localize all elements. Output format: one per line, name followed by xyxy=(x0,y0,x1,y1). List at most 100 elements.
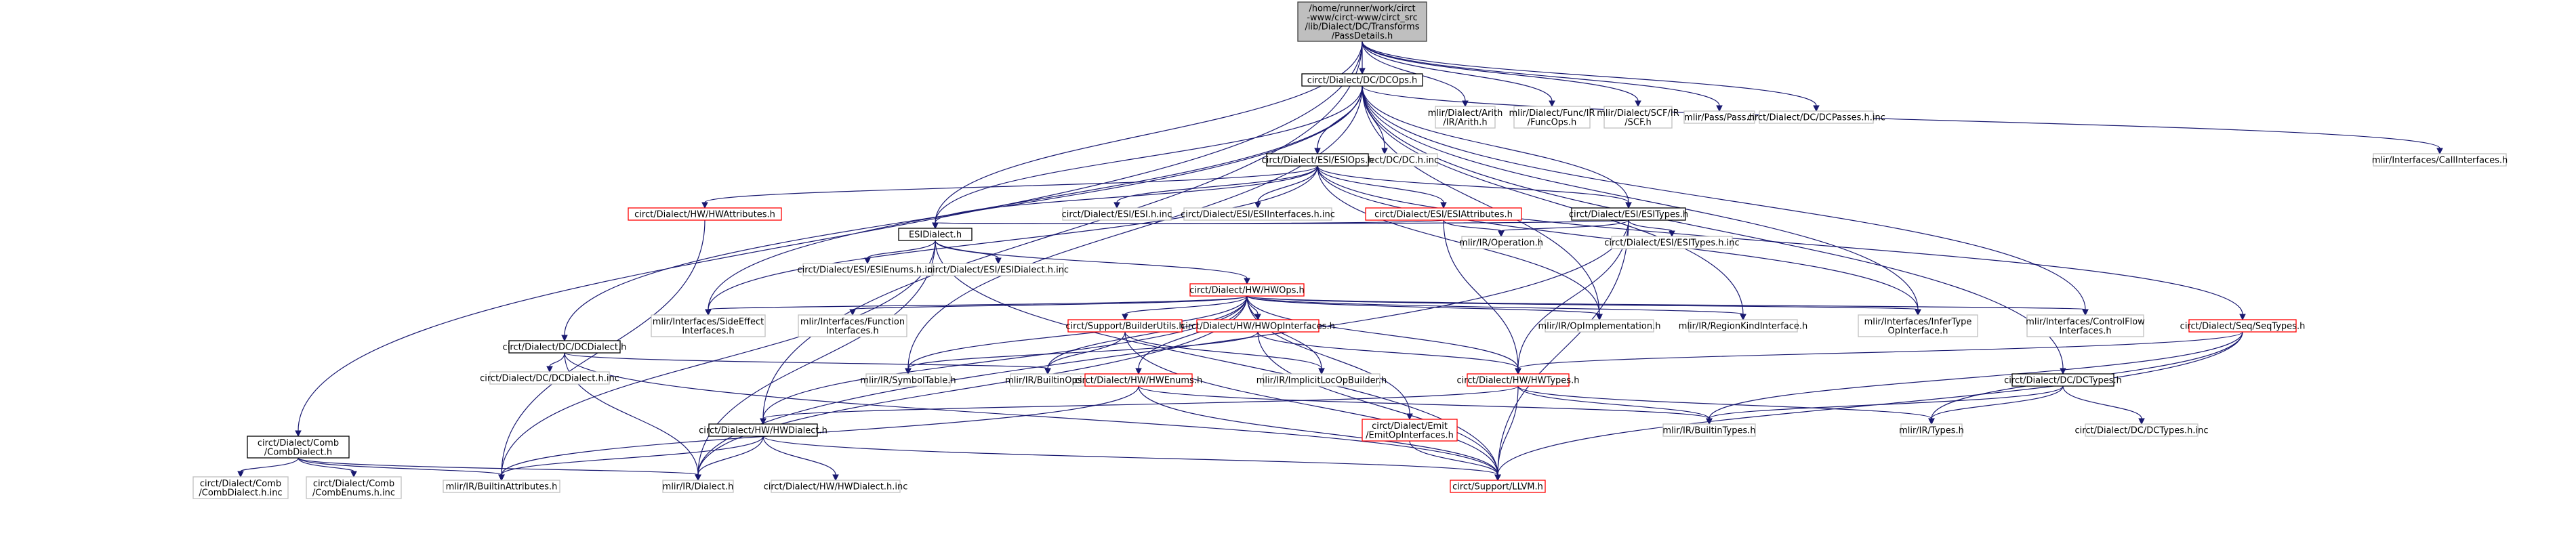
include-edge-esiops-to-hwattr xyxy=(701,165,1318,209)
node-label: circt/Dialect/HW/HWOps.h xyxy=(1189,286,1305,296)
include-edge-hwops-to-opimpl xyxy=(1246,295,1603,321)
node-label: mlir/IR/Dialect.h xyxy=(663,482,734,492)
node-label: circt/Dialect/ESI/ESIAttributes.h xyxy=(1374,210,1513,220)
node-hwdialectinc: circt/Dialect/HW/HWDialect.h.inc xyxy=(764,480,907,493)
include-edge-esidialect-to-hwops xyxy=(935,240,1250,285)
node-label: /IR/Arith.h xyxy=(1443,117,1487,127)
node-box xyxy=(2373,153,2507,167)
include-edge-hwopif-to-llvm xyxy=(1257,331,1501,482)
node-hwenums[interactable]: circt/Dialect/HW/HWEnums.h xyxy=(1075,373,1202,387)
node-hwtypes[interactable]: circt/Dialect/HW/HWTypes.h xyxy=(1457,373,1580,387)
include-edge-combdialect-to-combenums xyxy=(298,457,357,478)
include-edge-combdialect-to-irdialect xyxy=(298,457,701,482)
node-box xyxy=(192,476,289,499)
node-implicitloc: mlir/IR/ImplicitLocOpBuilder.h xyxy=(1256,373,1387,387)
node-box xyxy=(1467,373,1570,387)
node-box xyxy=(1759,110,1874,124)
node-box xyxy=(1900,423,1963,437)
include-edge-hwdialect-to-hwdialectinc xyxy=(762,436,839,482)
node-combdialect[interactable]: circt/Dialect/Comb/CombDialect.h xyxy=(247,436,350,459)
node-hwdialect[interactable]: circt/Dialect/HW/HWDialect.h xyxy=(699,423,827,437)
include-edge-esiops-to-esiinc xyxy=(1113,165,1318,209)
node-hwopif[interactable]: circt/Dialect/HW/HWOpInterfaces.h xyxy=(1181,319,1335,333)
node-irdialect: mlir/IR/Dialect.h xyxy=(662,480,734,493)
node-builderutils[interactable]: circt/Support/BuilderUtils.h xyxy=(1065,319,1185,333)
node-dcdialectinc: circt/Dialect/DC/DCDialect.h.inc xyxy=(480,371,619,385)
node-emitif[interactable]: circt/Dialect/Emit/EmitOpInterfaces.h xyxy=(1362,419,1458,442)
node-box xyxy=(1662,423,1756,437)
include-edge-hwopif-to-hwtypes xyxy=(1257,331,1521,375)
node-dcops[interactable]: circt/Dialect/DC/DCOps.h xyxy=(1301,73,1423,87)
node-opimpl: mlir/IR/OpImplementation.h xyxy=(1538,319,1661,333)
node-box xyxy=(798,314,907,337)
node-hwattr[interactable]: circt/Dialect/HW/HWAttributes.h xyxy=(628,207,782,221)
node-label: circt/Dialect/ESI/ESITypes.h.inc xyxy=(1604,238,1739,249)
node-label: -www/circt-www/circt_src xyxy=(1307,13,1418,23)
node-label: circt/Dialect/DC/DCTypes.h.inc xyxy=(2075,426,2209,436)
node-box xyxy=(628,207,782,221)
node-box xyxy=(1461,236,1541,249)
node-box xyxy=(1189,283,1305,297)
node-box xyxy=(1301,73,1423,87)
node-label: mlir/IR/RegionKindInterface.h xyxy=(1679,322,1808,332)
node-label: mlir/IR/OpImplementation.h xyxy=(1538,322,1661,332)
node-label: ESIDialect.h xyxy=(909,230,962,240)
node-box xyxy=(1513,106,1591,129)
node-box xyxy=(1362,419,1458,442)
include-edge-dcops-to-callif xyxy=(1362,85,2443,155)
node-label: circt/Dialect/ESI/ESIDialect.h.inc xyxy=(928,266,1069,276)
node-callif: mlir/Interfaces/CallInterfaces.h xyxy=(2372,153,2508,167)
node-dctypes[interactable]: circt/Dialect/DC/DCTypes.h xyxy=(2004,373,2122,387)
include-edge-root-to-hwdialect xyxy=(760,41,1363,425)
include-edge-hwtypes-to-hwdialect xyxy=(760,385,1519,425)
include-edge-seqtypes-to-llvm xyxy=(1494,331,2243,482)
node-box xyxy=(933,263,1064,276)
node-dcdialect[interactable]: circt/Dialect/DC/DCDialect.h xyxy=(503,340,627,354)
node-box xyxy=(1683,110,1755,124)
node-label: mlir/IR/BuiltinAttributes.h xyxy=(446,482,558,492)
node-label: mlir/Interfaces/InferType xyxy=(1864,317,1972,327)
node-func: mlir/Dialect/Func/IR/FuncOps.h xyxy=(1509,106,1595,129)
include-edge-esiops-to-esitypes xyxy=(1317,165,1632,209)
node-llvm[interactable]: circt/Support/LLVM.h xyxy=(1450,480,1546,493)
node-esidialect[interactable]: ESIDialect.h xyxy=(898,228,973,241)
node-label: mlir/Interfaces/SideEffect xyxy=(653,317,764,327)
node-esitypes[interactable]: circt/Dialect/ESI/ESITypes.h xyxy=(1569,207,1688,221)
include-edge-esiops-to-seqtypes xyxy=(1317,165,2246,321)
node-box xyxy=(2011,373,2114,387)
include-edge-dctypes-to-dctypesinc xyxy=(2062,385,2145,425)
node-box xyxy=(1266,153,1369,167)
node-hwops[interactable]: circt/Dialect/HW/HWOps.h xyxy=(1189,283,1305,297)
node-box xyxy=(508,340,621,354)
include-edge-dctypes-to-irtypes xyxy=(1928,385,2064,425)
node-label: circt/Dialect/DC/DCDialect.h.inc xyxy=(480,374,619,384)
node-combdialectinc: circt/Dialect/Comb/CombDialect.h.inc xyxy=(192,476,289,499)
include-edge-hwdialect-to-builtinattr xyxy=(498,436,764,482)
node-box xyxy=(1545,319,1654,333)
node-box xyxy=(1067,319,1183,333)
include-edge-dcdialect-to-builtinops xyxy=(564,352,1051,375)
node-box xyxy=(2085,423,2199,437)
node-box xyxy=(443,480,560,493)
node-seqtypes[interactable]: circt/Dialect/Seq/SeqTypes.h xyxy=(2180,319,2306,333)
node-label: circt/Dialect/DC/DCOps.h xyxy=(1307,76,1417,86)
include-edge-esiops-to-esiifinc xyxy=(1254,165,1318,209)
node-box xyxy=(1062,207,1172,221)
node-label: /EmitOpInterfaces.h xyxy=(1366,430,1454,440)
include-edge-root-to-esidialect xyxy=(932,41,1363,230)
include-edge-esitypes-to-esitypesinc xyxy=(1628,219,1675,238)
node-label: mlir/Dialect/SCF/IR xyxy=(1597,108,1679,119)
node-esiops[interactable]: circt/Dialect/ESI/ESIOps.h xyxy=(1262,153,1374,167)
include-edge-dcdialect-to-llvm xyxy=(564,352,1501,482)
node-label: circt/Dialect/ESI/ESIInterfaces.h.inc xyxy=(1181,210,1335,220)
node-box xyxy=(1263,373,1381,387)
node-label: /lib/Dialect/DC/Transforms xyxy=(1305,22,1420,32)
node-layer: /home/runner/work/circt-www/circt-www/ci… xyxy=(192,1,2508,499)
node-combenums: circt/Dialect/Comb/CombEnums.h.inc xyxy=(306,476,402,499)
node-esiattr[interactable]: circt/Dialect/ESI/ESIAttributes.h xyxy=(1365,207,1522,221)
node-label: circt/Support/BuilderUtils.h xyxy=(1065,322,1184,332)
include-edge-hwopif-to-symtable xyxy=(905,331,1259,375)
